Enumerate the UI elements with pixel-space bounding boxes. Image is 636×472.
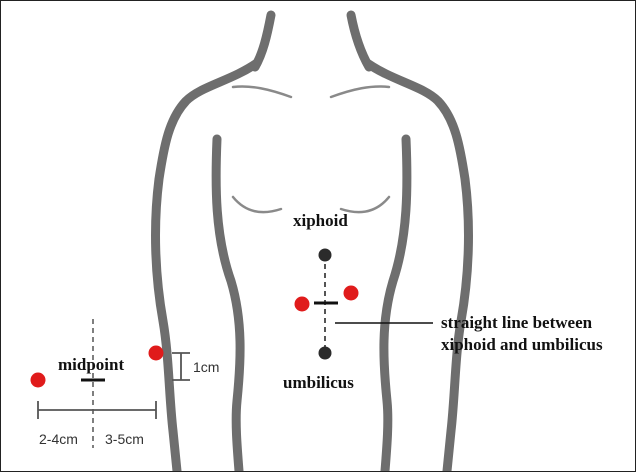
umbilicus-label: umbilicus — [283, 373, 354, 393]
red-marker-inset-right — [149, 346, 164, 361]
right-distance-label: 3-5cm — [105, 431, 144, 447]
red-marker-inset-left — [31, 373, 46, 388]
vertical-measure-bracket — [172, 353, 190, 380]
left-shoulder-arm — [156, 63, 257, 471]
chest-lines — [233, 86, 389, 212]
pec-left — [233, 197, 281, 212]
xiphoid-landmark — [319, 249, 332, 262]
right-flank — [384, 139, 407, 471]
left-distance-label: 2-4cm — [39, 431, 78, 447]
midpoint-label: midpoint — [58, 355, 124, 375]
clavicle-right — [331, 86, 389, 97]
left-flank — [216, 139, 240, 471]
red-marker-abdomen-right — [344, 286, 359, 301]
one-cm-label: 1cm — [193, 359, 219, 375]
pec-right — [341, 197, 389, 212]
clavicle-left — [233, 86, 291, 97]
umbilicus-landmark — [319, 347, 332, 360]
annotation-line-2: xiphoid and umbilicus — [441, 334, 603, 356]
horizontal-measure-bracket — [38, 401, 156, 419]
right-shoulder-arm — [367, 63, 468, 471]
xiphoid-label: xiphoid — [293, 211, 348, 231]
body-outline — [156, 15, 469, 471]
annotation-line-1: straight line between — [441, 312, 592, 334]
red-marker-abdomen-left — [295, 297, 310, 312]
